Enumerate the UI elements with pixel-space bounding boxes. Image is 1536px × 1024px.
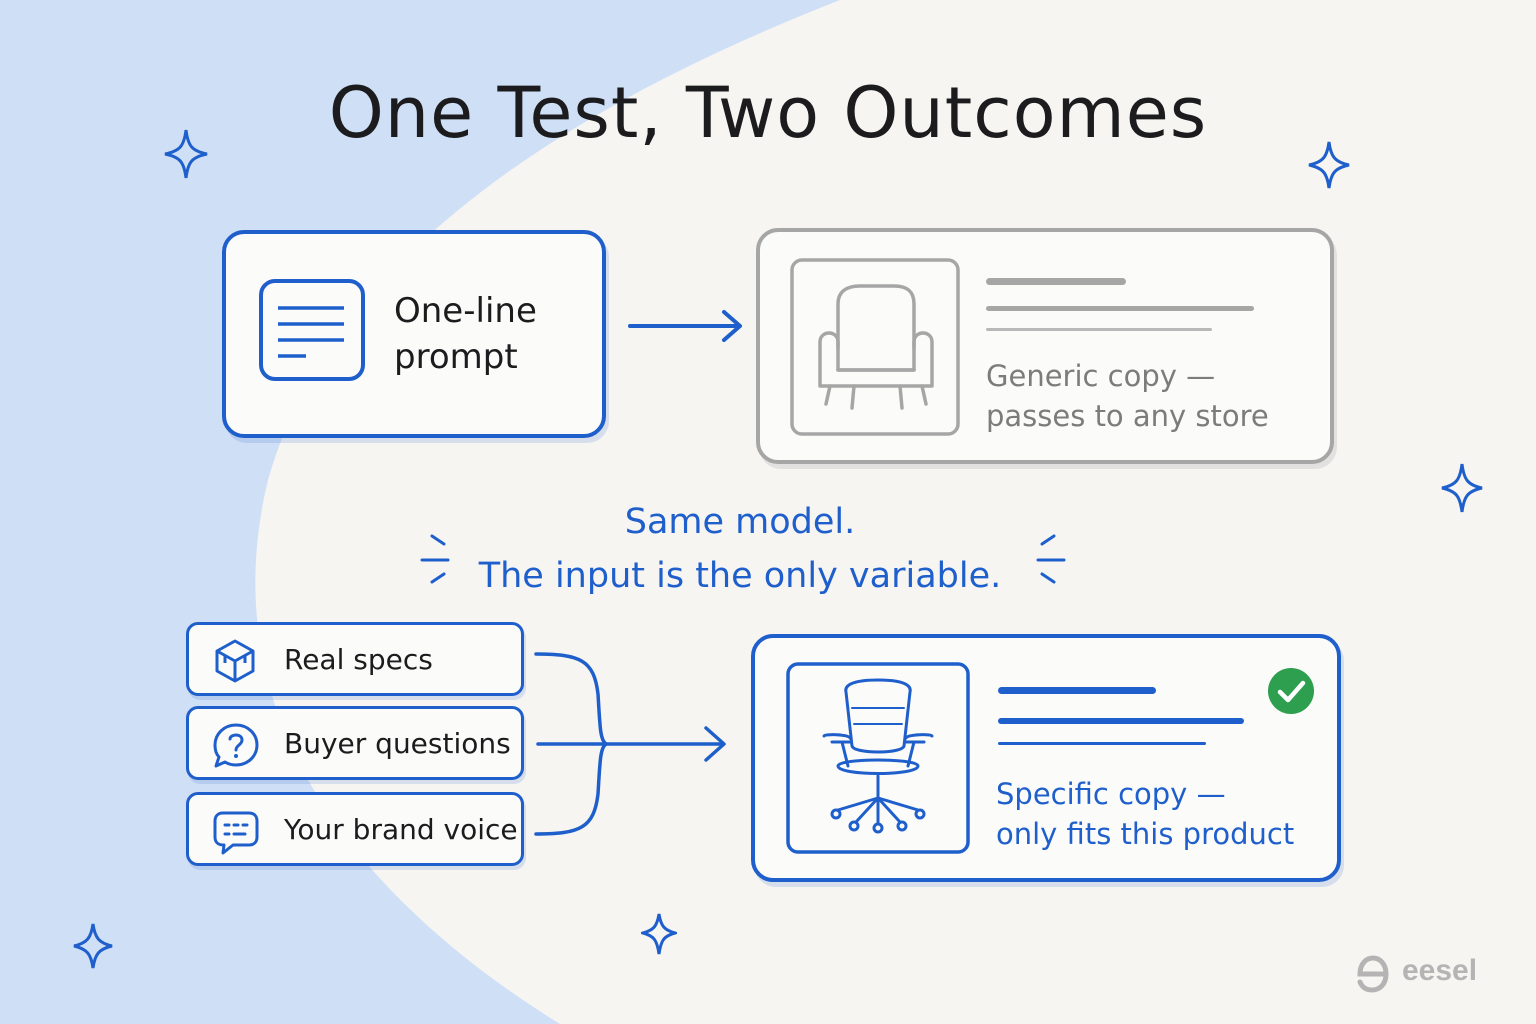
specific-caption-line2: only fits this product [996, 817, 1295, 851]
office-chair-icon [786, 662, 970, 854]
chat-bubble-icon [213, 811, 259, 855]
arrow-right-icon [628, 310, 742, 342]
prompt-label: One-line prompt [394, 288, 594, 380]
check-circle-icon [1268, 668, 1314, 714]
generic-output-card [756, 228, 1334, 464]
generic-caption-line2: passes to any store [986, 399, 1269, 433]
sparkle-icon [641, 913, 677, 955]
input-buyer-questions: Buyer questions [186, 706, 524, 780]
emphasis-dashes-left-icon [420, 534, 450, 584]
document-lines-icon [259, 279, 365, 381]
eesel-logo-icon [1357, 955, 1389, 993]
input-brand-voice-label: Your brand voice [284, 813, 518, 846]
emphasis-dashes-right-icon [1036, 534, 1066, 584]
input-buyer-questions-label: Buyer questions [284, 727, 511, 760]
input-real-specs-label: Real specs [284, 643, 433, 676]
specific-caption-line1: Specific copy — [996, 777, 1226, 811]
prompt-label-line1: One-line [394, 291, 537, 331]
sparkle-icon [73, 923, 113, 969]
page-title: One Test, Two Outcomes [328, 72, 1208, 154]
cube-icon [215, 639, 255, 683]
prompt-label-line2: prompt [394, 337, 518, 377]
question-bubble-icon [213, 723, 259, 768]
sparkle-icon [1441, 463, 1483, 513]
text-line-placeholder [986, 306, 1254, 311]
text-line-placeholder [986, 278, 1126, 285]
generic-caption-line1: Generic copy — [986, 359, 1216, 393]
text-line-placeholder [998, 742, 1206, 745]
input-brand-voice: Your brand voice [186, 792, 524, 866]
text-line-placeholder [998, 687, 1156, 694]
one-line-prompt-card [222, 230, 606, 438]
armchair-icon [790, 258, 960, 436]
specific-output-card [751, 634, 1341, 882]
input-real-specs: Real specs [186, 622, 524, 696]
sparkle-icon [164, 129, 208, 179]
eesel-logo-text: eesel [1402, 954, 1478, 987]
text-line-placeholder [998, 718, 1244, 724]
note-line2: The input is the only variable. [478, 556, 1002, 596]
sparkle-icon [1308, 141, 1350, 189]
specific-caption: Specific copy — only fits this product [996, 774, 1326, 854]
note-line1: Same model. [624, 502, 856, 542]
merge-bracket-arrow-icon [534, 652, 726, 836]
text-line-placeholder [986, 328, 1212, 331]
generic-caption: Generic copy — passes to any store [986, 356, 1316, 436]
